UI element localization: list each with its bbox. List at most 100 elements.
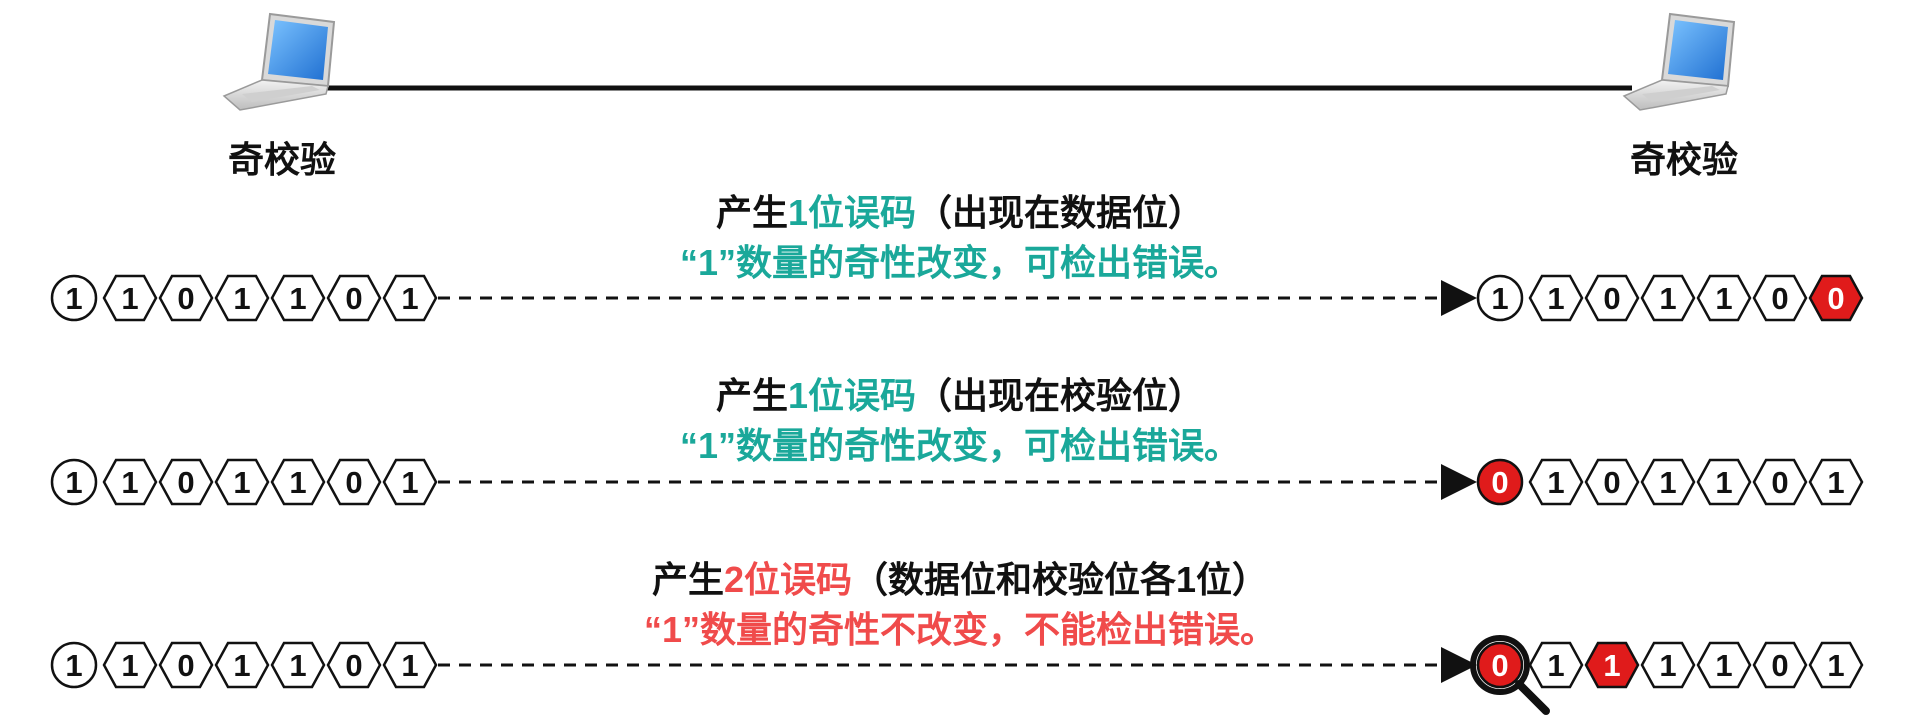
heading-prefix: 产生 (716, 192, 788, 233)
bit-shape (1584, 458, 1640, 506)
bit-value: 1 (121, 281, 138, 316)
bit-shape (50, 274, 98, 322)
data-bit: 1 (1640, 458, 1696, 506)
bit-value: 1 (233, 281, 250, 316)
bit-value: 1 (65, 281, 82, 316)
data-bit: 0 (1584, 458, 1640, 506)
bit-shape (326, 274, 382, 322)
data-bit: 1 (1808, 641, 1864, 689)
data-bit: 1 (1696, 458, 1752, 506)
bit-value: 0 (1827, 281, 1844, 316)
bit-shape (102, 641, 158, 689)
heading-prefix: 产生 (652, 559, 724, 600)
bit-value: 1 (289, 465, 306, 500)
data-bit: 0 (158, 274, 214, 322)
bit-shape (1476, 458, 1524, 506)
data-bit: 0 (1752, 641, 1808, 689)
bit-value: 1 (1715, 281, 1732, 316)
parity-bit: 0 (1476, 458, 1524, 506)
bit-shape (1476, 274, 1524, 322)
data-bit: 1 (102, 274, 158, 322)
bit-shape (214, 458, 270, 506)
data-bit: 1 (1808, 458, 1864, 506)
data-bit: 1 (1696, 274, 1752, 322)
data-bit: 1 (270, 641, 326, 689)
bit-value: 1 (233, 648, 250, 683)
bit-shape (1584, 641, 1640, 689)
data-bit: 0 (1752, 458, 1808, 506)
bit-value: 1 (1547, 281, 1564, 316)
bit-shape (270, 274, 326, 322)
left-endpoint-label: 奇校验 (228, 139, 336, 180)
bit-value: 0 (1603, 465, 1620, 500)
bit-value: 0 (1491, 648, 1508, 683)
bit-value: 0 (177, 281, 194, 316)
bit-value: 0 (177, 648, 194, 683)
bit-value: 0 (177, 465, 194, 500)
parity-bit: 1 (50, 641, 98, 689)
bit-shape (382, 458, 438, 506)
bit-shape (214, 274, 270, 322)
data-bit: 1 (214, 458, 270, 506)
parity-bit: 1 (50, 458, 98, 506)
data-bit: 1 (382, 458, 438, 506)
data-bit: 0 (1584, 274, 1640, 322)
heading-suffix: （出现在数据位） (916, 192, 1204, 233)
bit-value: 1 (1827, 648, 1844, 683)
scenario-note: “1”数量的奇性改变，可检出错误。 (680, 242, 1240, 283)
bit-shape (1808, 458, 1864, 506)
bit-value: 1 (1715, 648, 1732, 683)
bit-value: 1 (289, 281, 306, 316)
bit-shape (158, 641, 214, 689)
bit-shape (1752, 641, 1808, 689)
scenario-note: “1”数量的奇性改变，可检出错误。 (680, 425, 1240, 466)
bit-shape (382, 274, 438, 322)
heading-prefix: 产生 (716, 375, 788, 416)
bit-shape (1640, 274, 1696, 322)
bit-shape (1528, 274, 1584, 322)
scenario-heading: 产生1位误码（出现在校验位） (716, 375, 1204, 416)
bit-value: 0 (345, 648, 362, 683)
magnifier-icon (1470, 635, 1550, 715)
bit-value: 1 (1659, 648, 1676, 683)
bit-shape (1808, 274, 1864, 322)
bit-value: 1 (65, 648, 82, 683)
data-bit: 0 (326, 274, 382, 322)
bit-value: 1 (1547, 465, 1564, 500)
data-bit: 1 (1640, 274, 1696, 322)
bit-value: 1 (121, 465, 138, 500)
bit-value: 0 (345, 465, 362, 500)
bit-shape (1696, 641, 1752, 689)
bit-shape (1752, 274, 1808, 322)
bit-shape (1640, 458, 1696, 506)
bit-value: 0 (1771, 465, 1788, 500)
right-endpoint-label: 奇校验 (1630, 139, 1738, 180)
bit-shape (1696, 458, 1752, 506)
data-bit: 1 (1528, 458, 1584, 506)
data-bit: 1 (270, 458, 326, 506)
data-bit: 1 (214, 641, 270, 689)
data-bit: 1 (102, 458, 158, 506)
data-bit: 1 (382, 641, 438, 689)
bit-shape (102, 458, 158, 506)
data-bit: 1 (1696, 641, 1752, 689)
bit-value: 1 (401, 465, 418, 500)
bit-shape (1528, 641, 1584, 689)
heading-highlight: 1位误码 (788, 192, 916, 233)
bit-value: 0 (1603, 281, 1620, 316)
heading-suffix: （出现在校验位） (916, 375, 1204, 416)
bit-value: 1 (1547, 648, 1564, 683)
bit-value: 1 (401, 648, 418, 683)
scenario-note: “1”数量的奇性不改变，不能检出错误。 (644, 609, 1276, 650)
scenario-heading: 产生1位误码（出现在数据位） (716, 192, 1204, 233)
data-bit: 0 (1752, 274, 1808, 322)
data-bit: 1 (1528, 641, 1584, 689)
data-bit: 1 (382, 274, 438, 322)
